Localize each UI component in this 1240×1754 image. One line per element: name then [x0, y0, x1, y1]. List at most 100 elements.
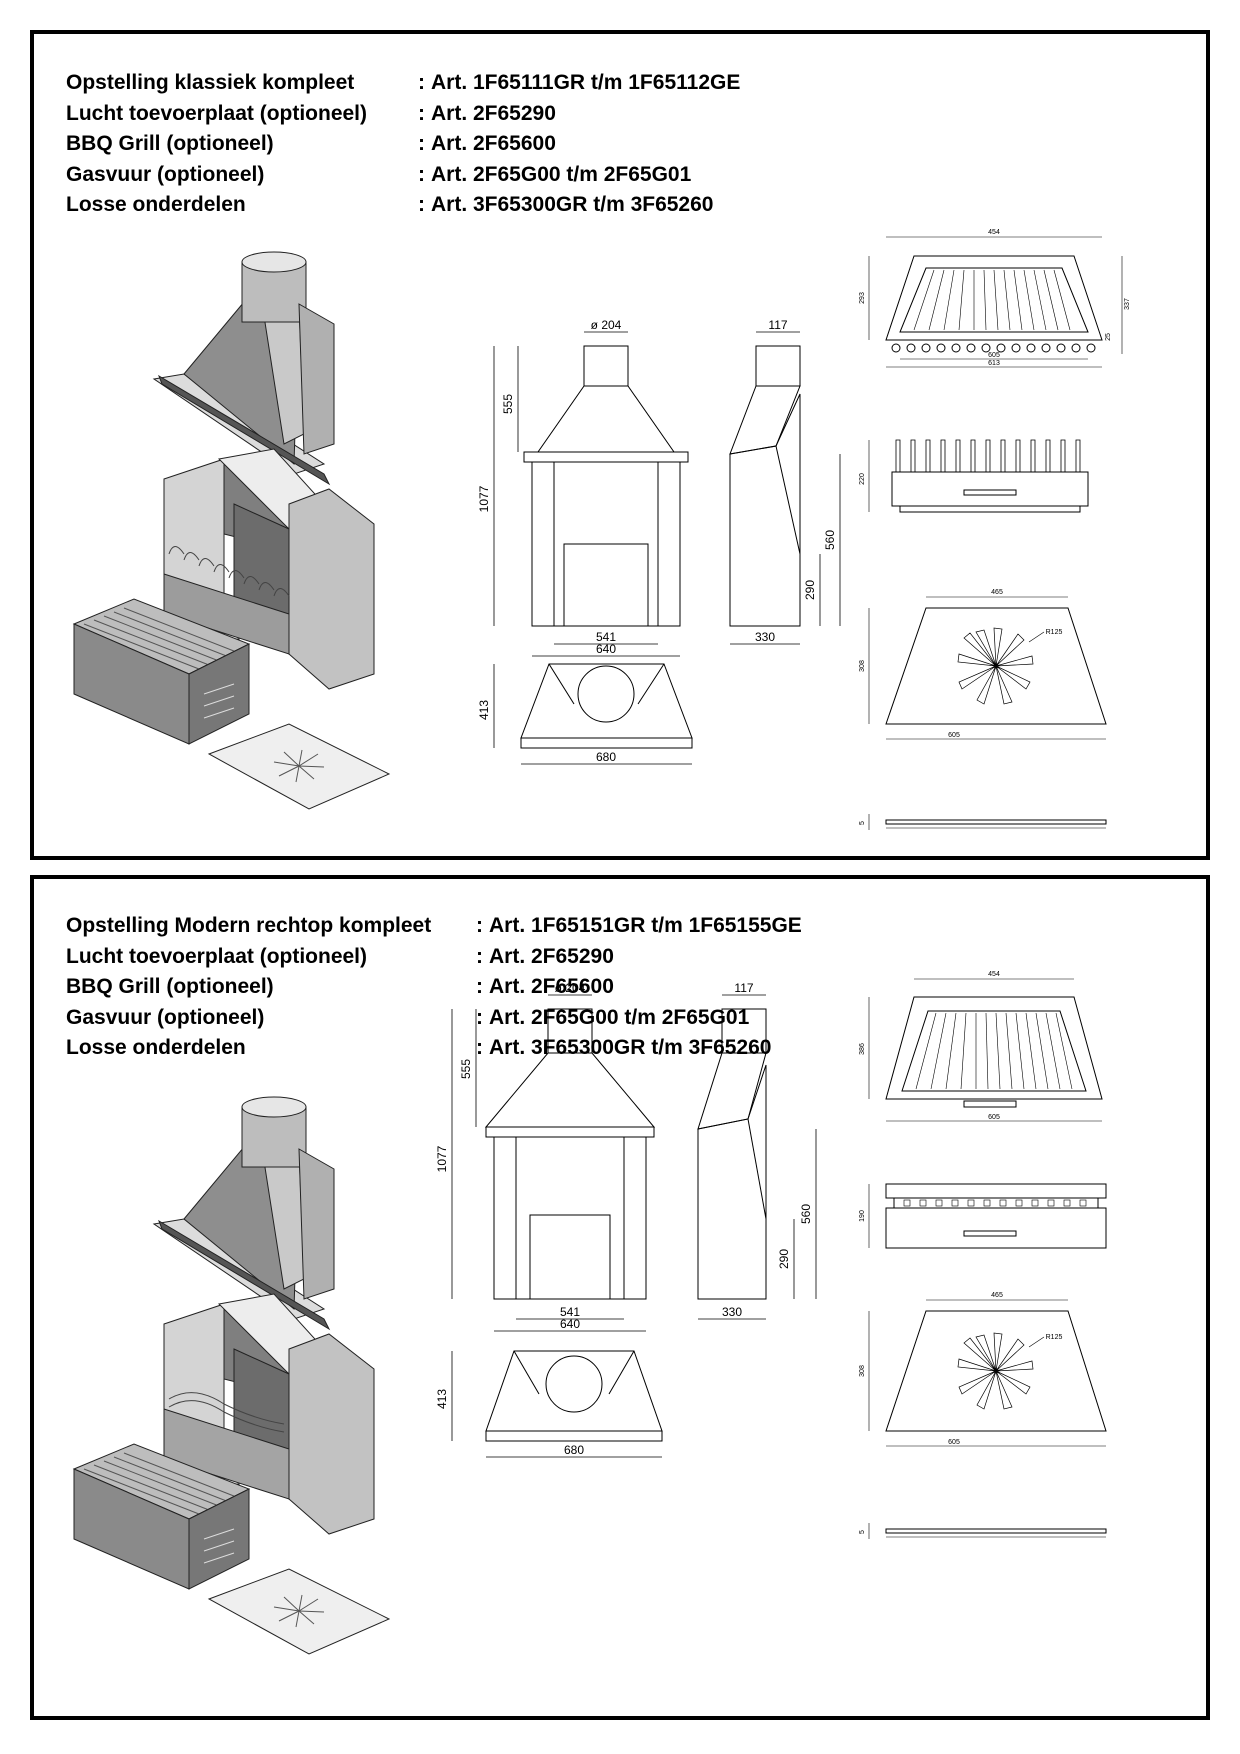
dim-grate-w1: 605 [988, 352, 1000, 359]
spec-separator: : [476, 1036, 483, 1060]
air-plate-3d [207, 723, 391, 810]
firebox-3d [163, 1293, 375, 1535]
spec-value: Art. 3F65300GR t/m 3F65260 [431, 193, 714, 217]
dim-plate-r: R125 [1046, 629, 1063, 636]
dim-side-top: 117 [768, 318, 787, 332]
spec-label: Lucht toevoerplaat (optioneel) [66, 944, 368, 968]
spec-separator: : [476, 975, 483, 999]
dim-total-height: 1077 [477, 485, 491, 512]
spec-value: Art. 2F65600 [489, 975, 614, 999]
dim-side-depth: 330 [722, 1305, 742, 1319]
dim-outer-width: 640 [596, 642, 616, 656]
spec-label: Losse onderdelen [66, 193, 246, 217]
spec-row: Opstelling Modern rechtop kompleet : Art… [66, 911, 802, 942]
dim-inner-width: 541 [560, 1305, 580, 1319]
spec-row: Lucht toevoerplaat (optioneel) : Art. 2F… [66, 942, 802, 973]
dim-hood-height: 555 [459, 1059, 473, 1079]
dim-grate-h2: 337 [1124, 298, 1131, 310]
spec-value: Art. 2F65G00 t/m 2F65G01 [431, 162, 692, 186]
spec-label: Gasvuur (optioneel) [66, 162, 265, 186]
spec-label: Losse onderdelen [66, 1036, 246, 1060]
spec-label: Lucht toevoerplaat (optioneel) [66, 101, 368, 125]
product-panel-modern: Opstelling Modern rechtop kompleet : Art… [30, 875, 1210, 1720]
grate-side-view [868, 1183, 1107, 1249]
spec-row: BBQ Grill (optioneel) : Art. 2F65600 [66, 972, 802, 1003]
spec-label: BBQ Grill (optioneel) [66, 132, 274, 156]
drawings-modern: ø 204 555 1077 541 640 117 330 290 560 [72, 971, 1107, 1655]
dim-plate-r: R125 [1046, 1334, 1063, 1341]
plan-view [493, 663, 693, 765]
spec-row: Gasvuur (optioneel) : Art. 2F65G00 t/m 2… [66, 1003, 802, 1034]
spec-label: Opstelling Modern rechtop kompleet [66, 914, 432, 938]
air-plate-side-view [868, 814, 1107, 830]
dim-hood-height: 555 [501, 394, 515, 414]
dim-290: 290 [777, 1249, 791, 1269]
dim-plan-depth: 413 [435, 1389, 449, 1409]
dim-total-height: 1077 [435, 1145, 449, 1172]
dim-290: 290 [803, 580, 817, 600]
front-elevation [451, 994, 656, 1332]
dim-grate-top: 454 [988, 971, 1000, 978]
hood-3d [152, 1096, 335, 1331]
bbq-grill-3d [72, 1443, 251, 1590]
front-elevation [493, 331, 689, 657]
grate-side-view [868, 439, 1089, 513]
dim-plate-w: 605 [948, 732, 960, 739]
spec-separator: : [418, 71, 425, 95]
dimension-lines [493, 331, 680, 657]
dim-560: 560 [799, 1204, 813, 1224]
grate-knobs [891, 343, 1096, 353]
spec-separator: : [418, 162, 425, 186]
bbq-grill-3d [72, 598, 251, 745]
spec-separator: : [418, 101, 425, 125]
spec-row: Lucht toevoerplaat (optioneel) : Art. 2F… [66, 99, 740, 130]
spec-separator: : [418, 193, 425, 217]
spec-list: Opstelling klassiek kompleet : Art. 1F65… [66, 68, 740, 221]
dim-inner-width: 541 [596, 630, 616, 644]
dim-outer-width: 640 [560, 1317, 580, 1331]
spec-row: Losse onderdelen : Art. 3F65300GR t/m 3F… [66, 190, 740, 221]
dim-hood-diameter: ø 204 [555, 981, 586, 995]
dim-plate-w: 605 [948, 1439, 960, 1446]
spec-value: Art. 1F65151GR t/m 1F65155GE [489, 914, 802, 938]
dim-grate-h: 386 [859, 1043, 866, 1055]
plan-view [451, 1350, 663, 1458]
dim-plate-h: 308 [859, 660, 866, 672]
dim-plan-width: 680 [596, 750, 616, 764]
dim-grate-small: 25 [1105, 333, 1112, 341]
dim-grate-w2: 613 [988, 360, 1000, 367]
dim-grate-side-h: 220 [859, 473, 866, 485]
dim-grate-h: 293 [859, 292, 866, 304]
spec-separator: : [476, 944, 483, 968]
dim-plate-t: 5 [859, 821, 866, 825]
isometric-illustration [72, 1096, 391, 1655]
spec-row: Gasvuur (optioneel) : Art. 2F65G00 t/m 2… [66, 160, 740, 191]
hood-3d [152, 251, 335, 486]
dim-grate-side-h: 190 [859, 1210, 866, 1222]
air-plate-3d [207, 1568, 391, 1655]
dim-grate-w1: 605 [988, 1114, 1000, 1121]
air-plate-side-view [868, 1523, 1107, 1539]
spec-label: Gasvuur (optioneel) [66, 1005, 265, 1029]
side-elevation [697, 994, 817, 1320]
air-plate-top-view [868, 1299, 1107, 1447]
dim-plate-t: 5 [859, 1530, 866, 1534]
spec-value: Art. 2F65G00 t/m 2F65G01 [489, 1005, 750, 1029]
spec-separator: : [418, 132, 425, 156]
spec-separator: : [476, 914, 483, 938]
spec-label: Opstelling klassiek kompleet [66, 71, 355, 95]
dim-side-depth: 330 [755, 630, 775, 644]
dim-560: 560 [823, 530, 837, 550]
spec-value: Art. 2F65290 [489, 944, 614, 968]
dim-side-top: 117 [734, 981, 753, 995]
spec-row: BBQ Grill (optioneel) : Art. 2F65600 [66, 129, 740, 160]
dim-grate-top: 454 [988, 229, 1000, 236]
grate-bars-3d [168, 546, 290, 597]
dim-plate-h: 308 [859, 1365, 866, 1377]
grate-top-view [868, 978, 1103, 1122]
dim-plate-top: 465 [991, 589, 1003, 596]
spec-value: Art. 2F65290 [431, 101, 556, 125]
spec-separator: : [476, 1005, 483, 1029]
dim-plan-width: 680 [564, 1443, 584, 1457]
spec-value: Art. 1F65111GR t/m 1F65112GE [431, 71, 741, 95]
